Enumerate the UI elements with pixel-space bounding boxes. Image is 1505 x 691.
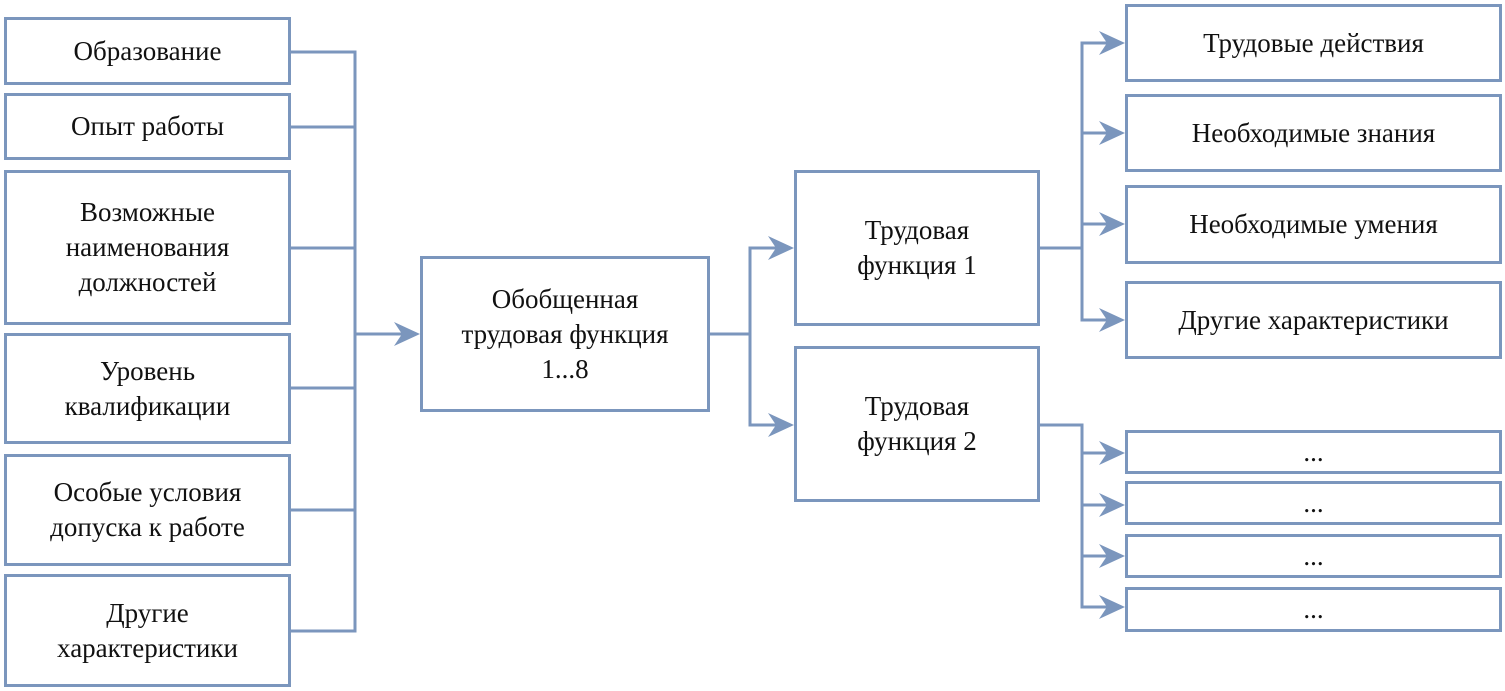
- attribute-special-conditions-box: Особые условия допуска к работе: [4, 454, 291, 566]
- arrowhead-icon: [1099, 31, 1125, 55]
- other-characteristics-box: Другие характеристики: [1125, 281, 1502, 359]
- attribute-other-box: Другие характеристики: [4, 574, 291, 687]
- arrowhead-icon: [1099, 121, 1125, 145]
- arrowhead-icon: [1099, 441, 1125, 465]
- arrowhead-icon: [1099, 212, 1125, 236]
- arrowhead-icon: [1099, 595, 1125, 619]
- labor-actions-box: Трудовые действия: [1125, 4, 1502, 82]
- required-knowledge-box: Необходимые знания: [1125, 94, 1502, 172]
- required-skills-box: Необходимые умения: [1125, 185, 1502, 264]
- arrowhead-icon: [394, 322, 420, 346]
- attribute-job-titles-box: Возможные наименования должностей: [4, 170, 291, 325]
- arrowhead-icon: [768, 413, 794, 437]
- generalized-function-box: Обобщенная трудовая функция 1...8: [420, 256, 710, 412]
- function-1-box: Трудовая функция 1: [794, 170, 1040, 326]
- function-2-detail-box: ...: [1125, 587, 1502, 632]
- attribute-experience-box: Опыт работы: [4, 93, 291, 160]
- function-2-detail-box: ...: [1125, 430, 1502, 474]
- arrowhead-icon: [1099, 493, 1125, 517]
- function-2-detail-box: ...: [1125, 534, 1502, 578]
- attribute-qualification-box: Уровень квалификации: [4, 333, 291, 444]
- function-2-detail-box: ...: [1125, 481, 1502, 525]
- arrowhead-icon: [768, 236, 794, 260]
- function-2-box: Трудовая функция 2: [794, 346, 1040, 502]
- arrowhead-icon: [1099, 544, 1125, 568]
- arrowhead-icon: [1099, 308, 1125, 332]
- attribute-education-box: Образование: [4, 17, 291, 85]
